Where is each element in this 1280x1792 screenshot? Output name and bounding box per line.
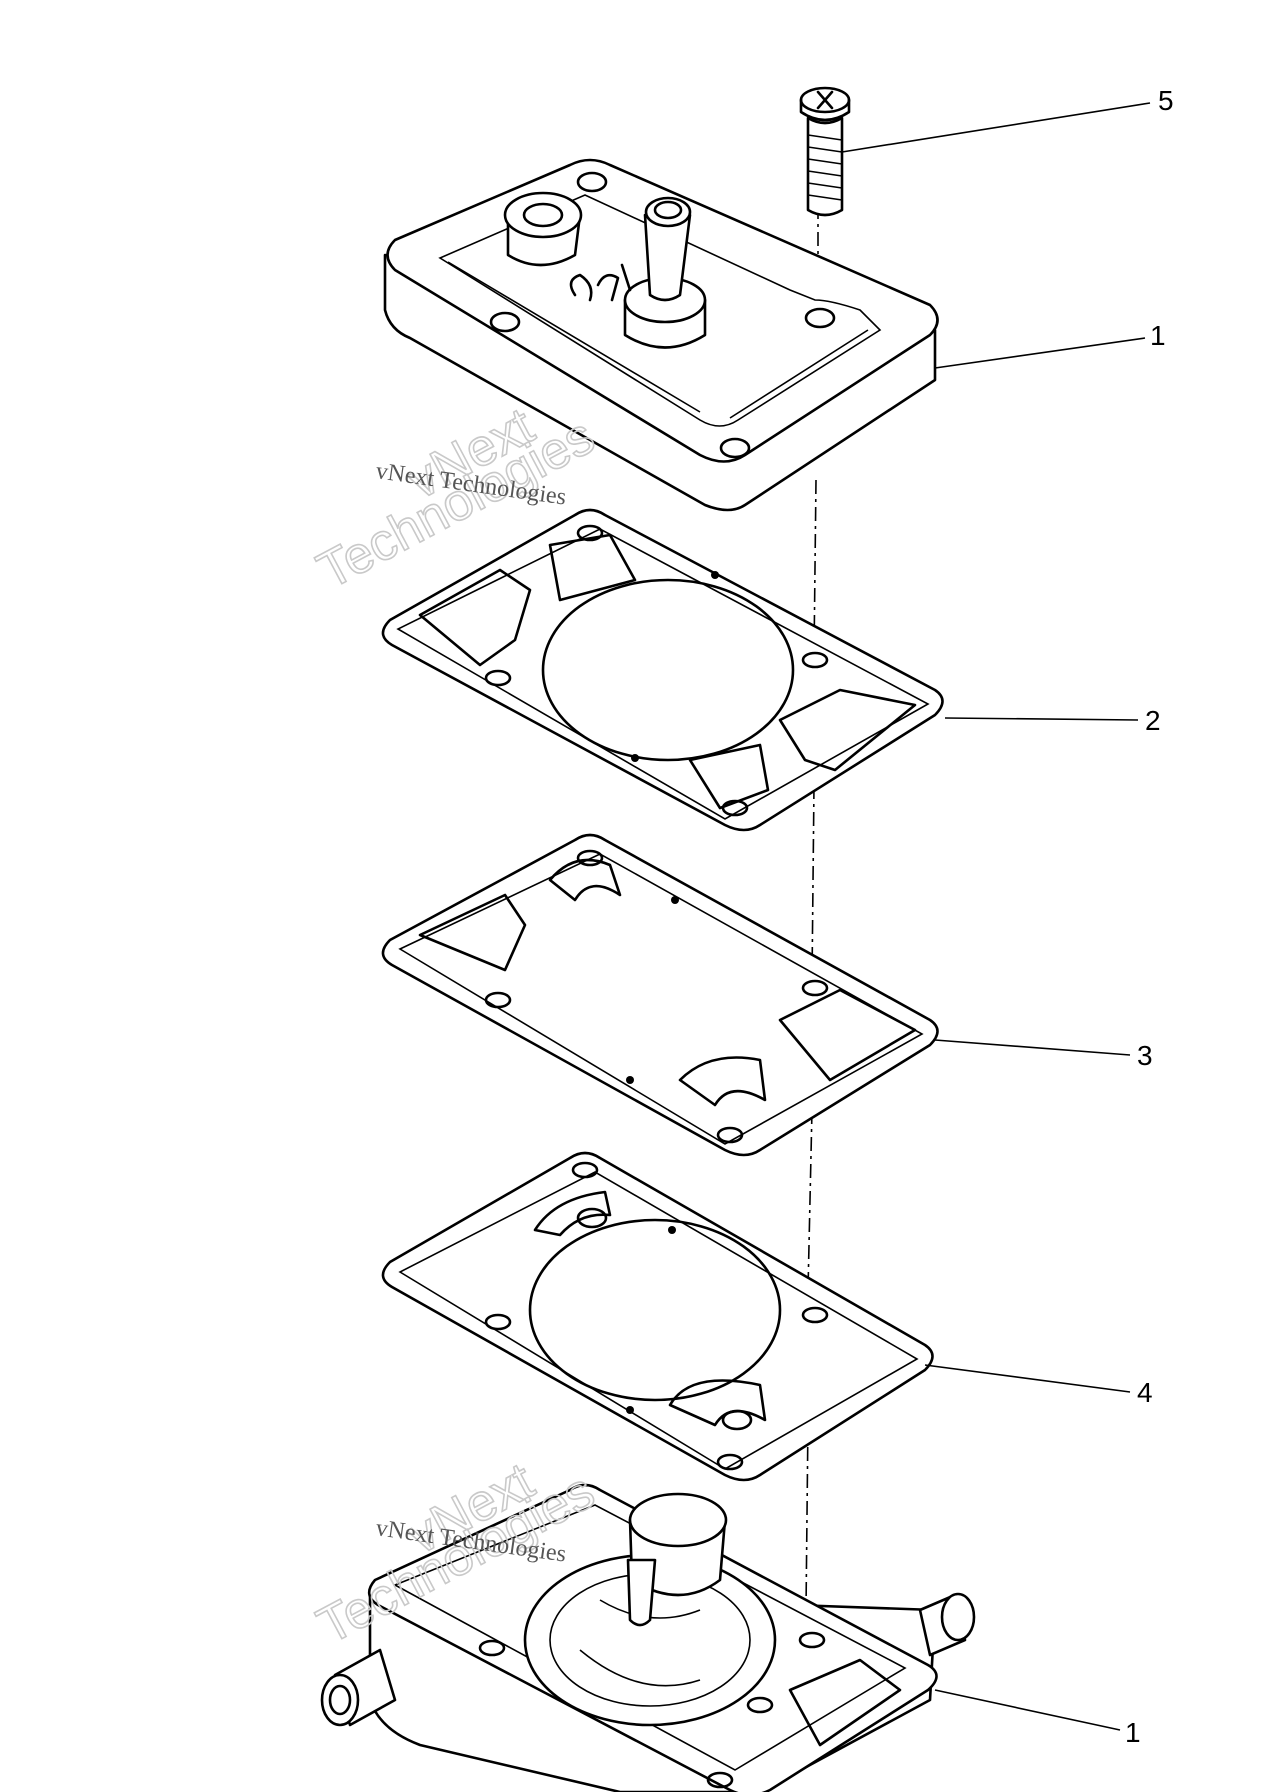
callout-4: 4 xyxy=(924,1364,1153,1408)
pump-cover-part xyxy=(383,158,939,512)
callout-number-gasket: 2 xyxy=(1145,705,1161,736)
diaphragm-part xyxy=(381,833,939,1157)
callout-2: 2 xyxy=(944,705,1161,736)
pump-body-part xyxy=(320,1483,976,1792)
callout-number-valve-plate: 4 xyxy=(1137,1377,1153,1408)
callout-number-diaphragm: 3 xyxy=(1137,1040,1153,1071)
callout-1-cover: 1 xyxy=(934,320,1166,369)
callout-number-bolt: 5 xyxy=(1158,85,1174,116)
callout-5: 5 xyxy=(841,85,1174,153)
callout-1-body: 1 xyxy=(934,1689,1141,1748)
callout-3: 3 xyxy=(934,1039,1153,1071)
callout-number-cover: 1 xyxy=(1150,320,1166,351)
callout-number-body: 1 xyxy=(1125,1717,1141,1748)
valve-plate-part xyxy=(381,1151,934,1482)
gasket-part xyxy=(381,508,944,832)
screw-part xyxy=(799,86,851,217)
